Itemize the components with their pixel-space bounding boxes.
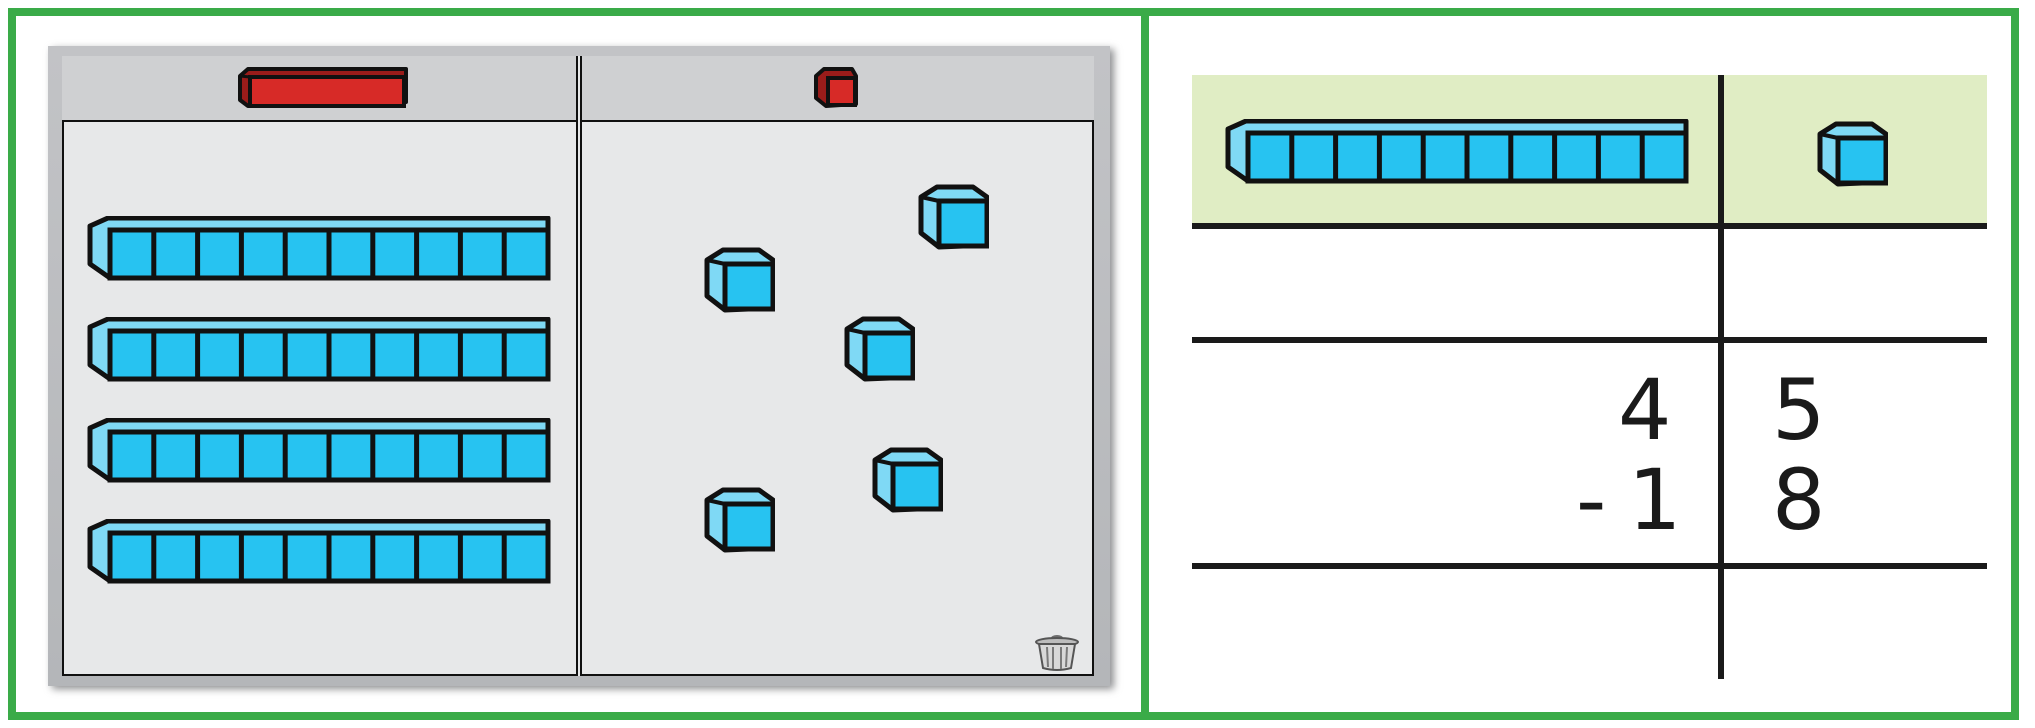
unit-cube-icon[interactable] <box>871 446 943 514</box>
unit-cube-icon[interactable] <box>703 486 775 554</box>
minus-sign: - <box>1576 451 1607 549</box>
chart-header-line <box>1192 223 1987 229</box>
unit-cube-icon[interactable] <box>843 315 915 383</box>
chart-answer-line <box>1192 563 1987 569</box>
bottom-tens-digit: 1 <box>1628 451 1682 549</box>
worksheet-frame <box>8 8 2019 720</box>
chart-column-divider <box>1718 75 1724 679</box>
ten-rod-icon[interactable] <box>86 216 552 282</box>
mat-column-divider <box>576 56 582 676</box>
unit-cube-icon[interactable] <box>917 183 989 251</box>
ten-rod-icon[interactable] <box>86 418 552 484</box>
panel-divider <box>1141 8 1149 720</box>
tens-column-rod-icon[interactable] <box>236 66 410 110</box>
top-tens-digit: 4 <box>1618 361 1672 459</box>
bottom-ones-digit: 8 <box>1772 451 1826 549</box>
ten-rod-icon[interactable] <box>86 317 552 383</box>
chart-regroup-line <box>1192 337 1987 343</box>
ten-rod-icon[interactable] <box>86 519 552 585</box>
ones-header-cube-icon <box>1817 121 1888 187</box>
ones-column-cube-icon[interactable] <box>812 66 860 110</box>
tens-header-rod-icon <box>1225 119 1689 184</box>
top-ones-digit: 5 <box>1772 361 1826 459</box>
unit-cube-icon[interactable] <box>703 246 775 314</box>
trash-icon[interactable] <box>1033 632 1081 672</box>
